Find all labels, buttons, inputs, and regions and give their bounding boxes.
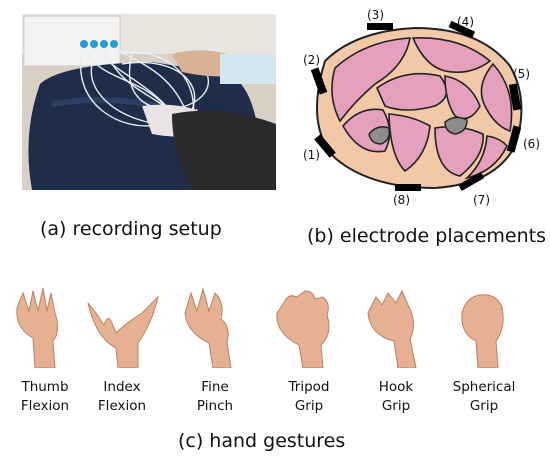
gesture-label: Grip xyxy=(381,398,411,414)
electrode-label-3: (3) xyxy=(367,8,384,22)
hand-index-flexion-icon xyxy=(87,295,159,368)
electrode-8 xyxy=(395,184,421,191)
muscle-compartment xyxy=(480,62,513,133)
cross-section-diagram: (1) (2) (3) (4) (5) (6) (7) (8) xyxy=(295,6,545,207)
hand-spherical-grip-icon xyxy=(461,294,504,368)
electrode-1 xyxy=(314,134,336,158)
gesture-label: Grip xyxy=(469,398,499,414)
gesture-label: Spherical xyxy=(452,379,516,395)
electrode-caption: (b) electrode placements xyxy=(307,225,546,247)
recording-photo xyxy=(22,14,276,190)
electrode-label-8: (8) xyxy=(393,193,410,206)
hand-tripod-grip-icon xyxy=(276,290,330,368)
electrode-6 xyxy=(506,125,522,153)
electrode-label-1: (1) xyxy=(303,148,320,162)
electrode-label-7: (7) xyxy=(473,193,490,206)
recording-photo-illustration xyxy=(22,14,276,190)
electrode-2 xyxy=(310,67,328,95)
electrode-5 xyxy=(508,83,522,111)
gesture-label: Flexion xyxy=(97,398,147,414)
gesture-label: Fine xyxy=(201,379,229,395)
recording-caption: (a) recording setup xyxy=(40,218,222,240)
hand-thumb-flexion-icon xyxy=(16,287,59,368)
muscle-compartment xyxy=(331,37,411,123)
gesture-label: Index xyxy=(103,379,141,395)
gesture-label: Thumb xyxy=(21,379,69,395)
gestures-caption: (c) hand gestures xyxy=(178,430,346,452)
electrode-label-5: (5) xyxy=(513,67,530,81)
electrode-7 xyxy=(458,171,485,191)
electrode-label-2: (2) xyxy=(303,53,320,67)
muscle-compartment xyxy=(464,135,508,180)
gesture-label: Pinch xyxy=(196,398,234,414)
electrode-4 xyxy=(448,20,476,39)
gesture-label: Grip xyxy=(294,398,324,414)
muscle-compartment xyxy=(444,75,481,120)
muscle-compartment xyxy=(388,113,431,173)
gesture-label: Hook xyxy=(378,379,414,395)
muscle-compartment xyxy=(411,37,492,74)
gesture-label: Flexion xyxy=(20,398,70,414)
electrode-label-4: (4) xyxy=(457,15,474,29)
electrode-label-6: (6) xyxy=(523,137,540,151)
gesture-label: Tripod xyxy=(288,379,330,395)
electrode-3 xyxy=(367,23,393,30)
hand-fine-pinch-icon xyxy=(184,287,232,368)
hand-hook-grip-icon xyxy=(367,289,417,368)
radius-bone xyxy=(368,126,391,145)
ulna-bone xyxy=(444,116,468,135)
